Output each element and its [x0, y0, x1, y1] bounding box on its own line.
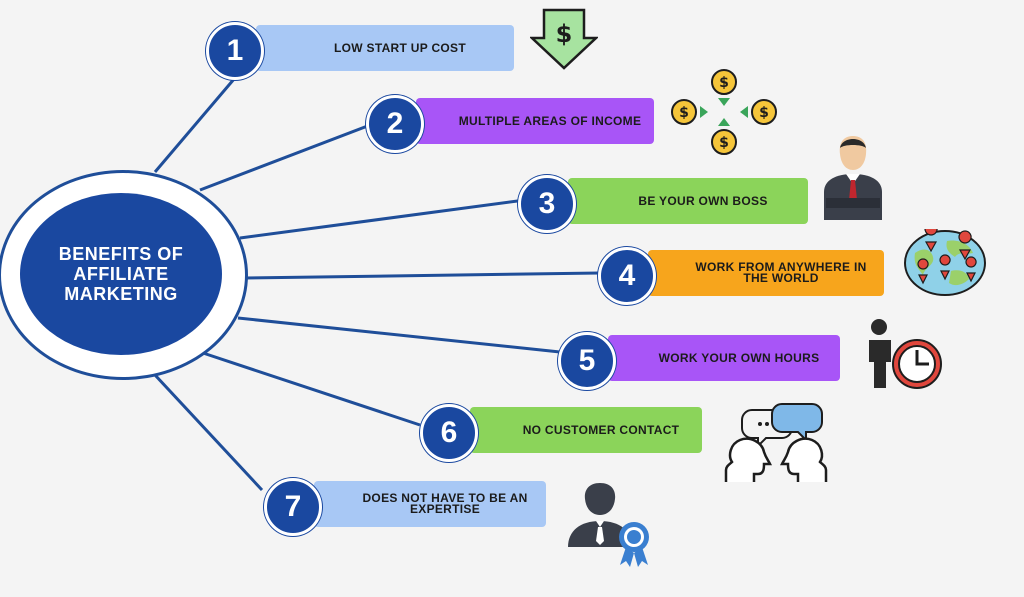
benefit-bar: WORK FROM ANYWHERE IN THE WORLD: [648, 250, 884, 296]
svg-text:$: $: [679, 105, 689, 121]
connector-line: [199, 120, 379, 192]
benefit-label: NO CUSTOMER CONTACT: [522, 422, 680, 437]
benefit-bar: BE YOUR OWN BOSS: [568, 178, 808, 224]
income-sources-icon: $ $ $ $: [668, 68, 780, 156]
benefit-number-badge: 1: [206, 22, 264, 80]
svg-text:$: $: [719, 75, 729, 91]
connector-line: [239, 198, 526, 240]
hub-title: BENEFITS OF AFFILIATE MARKETING: [58, 244, 184, 304]
connector-line: [153, 373, 264, 492]
connector-line: [237, 316, 561, 354]
expert-badge-icon: [566, 481, 658, 569]
benefit-label: WORK FROM ANYWHERE IN THE WORLD: [695, 260, 867, 285]
benefit-label: MULTIPLE AREAS OF INCOME: [458, 113, 642, 128]
benefit-number-badge: 4: [598, 247, 656, 305]
benefit-label: DOES NOT HAVE TO BE AN EXPERTISE: [362, 491, 528, 516]
benefit-number-badge: 3: [518, 175, 576, 233]
benefit-label: BE YOUR OWN BOSS: [638, 193, 768, 208]
benefit-bar: DOES NOT HAVE TO BE AN EXPERTISE: [314, 481, 546, 527]
benefit-bar: MULTIPLE AREAS OF INCOME: [416, 98, 654, 144]
svg-text:$: $: [556, 20, 573, 48]
hub-circle: BENEFITS OF AFFILIATE MARKETING: [20, 193, 222, 355]
globe-pins-icon: [903, 229, 987, 297]
benefit-bar: WORK YOUR OWN HOURS: [608, 335, 840, 381]
benefit-number-badge: 7: [264, 478, 322, 536]
benefit-number-badge: 5: [558, 332, 616, 390]
benefit-bar: LOW START UP COST: [256, 25, 514, 71]
money-down-icon: $: [530, 8, 598, 70]
benefit-label: WORK YOUR OWN HOURS: [658, 350, 820, 365]
benefit-bar: NO CUSTOMER CONTACT: [470, 407, 702, 453]
svg-text:$: $: [719, 135, 729, 151]
connector-line: [153, 71, 242, 173]
conversation-icon: [722, 402, 830, 484]
connector-line: [199, 350, 421, 427]
benefit-number-badge: 2: [366, 95, 424, 153]
benefit-label: LOW START UP COST: [334, 40, 466, 55]
boss-icon: [820, 132, 886, 220]
person-clock-icon: [865, 318, 947, 390]
connector-line: [244, 271, 601, 280]
benefit-number-badge: 6: [420, 404, 478, 462]
svg-text:$: $: [759, 105, 769, 121]
